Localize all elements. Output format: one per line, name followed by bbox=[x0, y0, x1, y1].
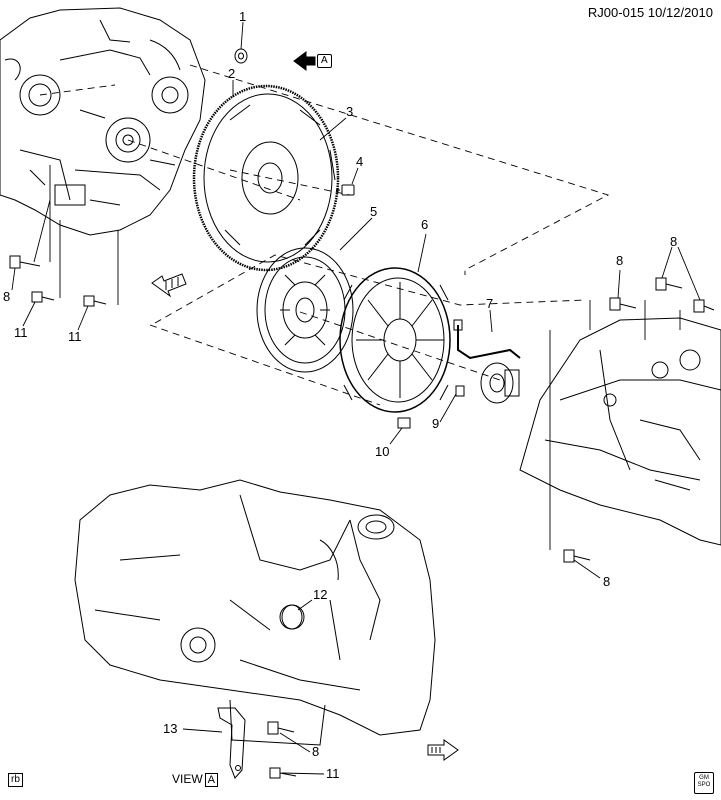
view-word: VIEW bbox=[172, 772, 203, 786]
engine-block-top bbox=[0, 7, 206, 236]
corner-tag: rb bbox=[8, 773, 23, 787]
callout-6: 6 bbox=[421, 217, 429, 232]
alignment-lines bbox=[39, 64, 610, 406]
rear-arrow-icon bbox=[427, 739, 459, 761]
callout-5: 5 bbox=[370, 204, 378, 219]
callout-8-trans-b: 8 bbox=[670, 234, 678, 249]
leader-lines bbox=[11, 21, 701, 775]
guide-lines bbox=[33, 165, 681, 550]
bolt-8-trans-b bbox=[655, 277, 683, 291]
callout-8-trans-d: 8 bbox=[603, 574, 611, 589]
callout-7: 7 bbox=[486, 296, 494, 311]
callout-2: 2 bbox=[228, 66, 236, 81]
callout-8-trans-a: 8 bbox=[616, 253, 624, 268]
callout-9: 9 bbox=[432, 416, 440, 431]
pilot-bushing bbox=[234, 48, 248, 64]
front-arrow-icon bbox=[151, 273, 187, 298]
callout-4: 4 bbox=[356, 154, 364, 169]
view-a-tag: A bbox=[317, 54, 332, 68]
callout-13: 13 bbox=[163, 721, 178, 736]
engine-block-bottom bbox=[74, 479, 436, 746]
bolt-8-trans-c bbox=[693, 299, 715, 313]
clutch-disc bbox=[256, 247, 354, 373]
bolt-11-left bbox=[31, 291, 55, 303]
bracket bbox=[217, 707, 246, 779]
callout-10: 10 bbox=[375, 444, 390, 459]
view-letter: A bbox=[204, 773, 219, 787]
bolt-8-trans-a bbox=[609, 297, 637, 311]
reference-date: 10/12/2010 bbox=[647, 5, 713, 20]
bolts bbox=[9, 255, 715, 779]
pressure-plate bbox=[339, 267, 451, 413]
callout-1: 1 bbox=[239, 9, 247, 24]
plug-12 bbox=[281, 604, 303, 630]
callout-11-bracket: 11 bbox=[326, 766, 340, 781]
transmission-case bbox=[519, 317, 721, 546]
callout-11-left: 11 bbox=[14, 325, 28, 340]
bolt-8-bracket bbox=[267, 721, 295, 735]
bearing-bolt bbox=[455, 385, 465, 397]
callout-12: 12 bbox=[313, 587, 328, 602]
release-bearing bbox=[453, 319, 521, 404]
view-arrow-icon bbox=[293, 51, 316, 71]
reference-code: RJ00-015 bbox=[587, 5, 645, 20]
gm-spo-icon: GM SPO bbox=[694, 772, 714, 794]
bolt-11-mid bbox=[83, 295, 107, 307]
bolt-8-trans-d bbox=[563, 549, 591, 563]
callout-3: 3 bbox=[346, 104, 354, 119]
bolt-11-bracket bbox=[269, 767, 297, 779]
pressure-plate-bolt bbox=[397, 417, 411, 429]
callout-8-bracket: 8 bbox=[312, 744, 320, 759]
diagram-reference: RJ00-015 10/12/2010 bbox=[588, 5, 713, 20]
callout-11-mid: 11 bbox=[68, 329, 82, 344]
callout-8-left: 8 bbox=[3, 289, 11, 304]
flywheel bbox=[192, 84, 340, 272]
